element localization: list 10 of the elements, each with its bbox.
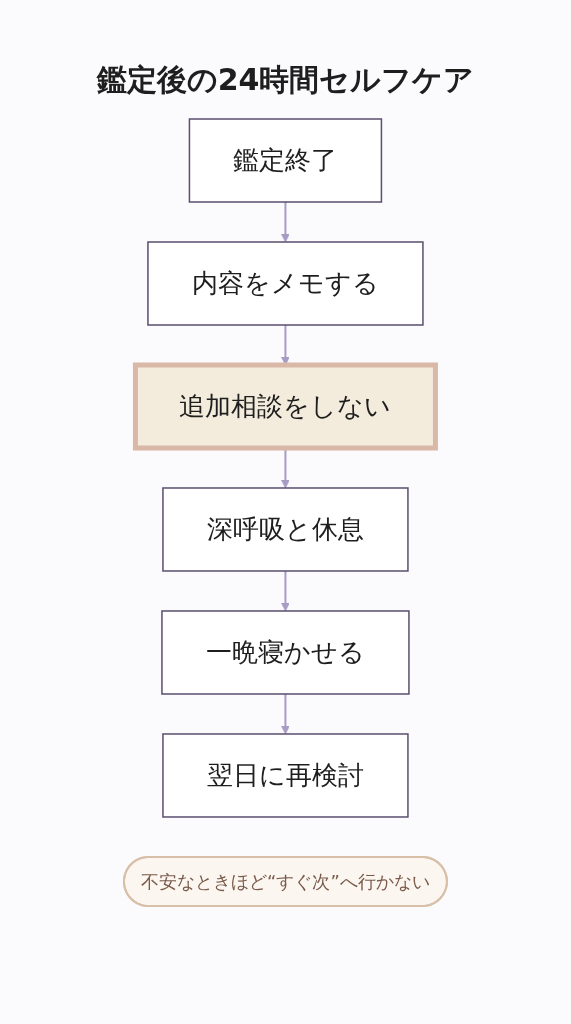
node-box: 一晩寝かせる — [161, 610, 410, 695]
arrow — [281, 570, 290, 612]
node-box: 翌日に再検討 — [162, 733, 409, 818]
node-box: 深呼吸と休息 — [162, 487, 409, 572]
node-box: 鑑定終了 — [188, 118, 383, 203]
arrow — [281, 693, 290, 735]
node-box: 内容をメモする — [147, 241, 424, 326]
arrow — [281, 201, 290, 243]
title: 鑑定後の24時間セルフケア — [95, 61, 476, 99]
node-box: 追加相談をしない — [133, 362, 438, 451]
